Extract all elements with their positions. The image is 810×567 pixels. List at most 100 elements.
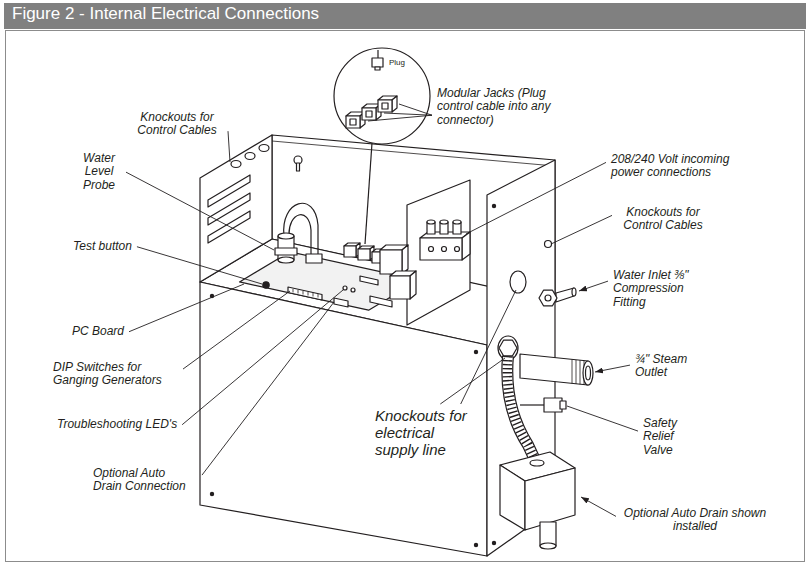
leader-line [461,290,516,404]
dip-switches [298,290,299,294]
magnifier [372,58,383,67]
magnifier [346,116,360,128]
callout-label: Water Level Probe [76,152,122,192]
knockout [545,241,552,248]
auto-drain-connector [334,298,348,307]
callout-label: Knockouts for Control Cables [130,111,224,138]
leader-line [202,302,334,475]
steam-outlet-pipe [520,354,593,385]
magnifier [366,111,372,117]
callout-label: Troubleshooting LED's [56,418,178,431]
auto-drain-unit [540,543,556,549]
water-level-probe [275,203,322,263]
callout-label: Knockouts for electrical supply line [374,408,476,458]
water-level-probe [275,248,297,255]
leader-line [579,281,608,291]
callout-label: Plug [388,59,406,68]
test-button [263,282,269,288]
leader-line [440,358,505,404]
title-band [4,3,806,29]
keyhole [297,163,300,171]
board-component [360,276,378,285]
terminal-block [440,220,448,224]
magnifier [334,48,430,244]
screw [474,350,477,353]
terminal-block [453,220,461,224]
title-band [4,3,806,29]
terminal-block [420,238,462,260]
troubleshooting-led [351,288,355,292]
steam-outlet-pipe [576,360,577,384]
callout-label: Optional Auto Drain shown installed [620,507,770,534]
auto-drain-unit [525,468,575,530]
leader-line [581,497,616,516]
terminal-block [420,220,470,260]
modular-jack [344,246,356,257]
safety-relief-valve [544,398,562,412]
callout-label: ¾" Steam Outlet [634,353,698,380]
water-level-probe [278,257,294,263]
water-inlet-fitting [545,295,551,301]
callout-label: Knockouts for Control Cables [616,206,710,233]
leader-line [384,113,432,115]
steam-outlet-pipe [572,360,573,384]
auto-drain-unit [500,452,575,549]
callout-label: Modular Jacks (Plug control cable into a… [436,87,556,127]
safety-relief-valve [520,398,566,412]
water-inlet-fitting [539,290,557,306]
leader-line [137,247,262,284]
dip-switches [288,287,322,300]
magnifier [334,48,430,144]
knockout [498,336,518,360]
magnifier [382,103,388,109]
vent-slot [208,211,250,243]
auto-drain-unit [500,465,525,530]
terminal-block [455,247,460,252]
leader-line [368,115,432,121]
callout-label: Optional Auto Drain Connection [92,467,198,494]
auto-drain-unit [530,460,544,466]
dip-switches [303,291,304,295]
leader-line [466,162,606,234]
magnifier [377,50,378,58]
callout-label: Test button [72,240,133,253]
conduit-connector [499,340,517,356]
safety-relief-valve [520,404,544,405]
flex-conduit [507,356,535,460]
water-inlet-fitting [539,288,576,306]
dip-switches [313,293,314,297]
water-level-probe [306,254,322,263]
knockout [231,161,241,168]
modular-jack [358,249,370,260]
magnifier [350,119,356,125]
front-panel [200,282,487,556]
dip-switches [293,289,294,293]
steam-outlet-pipe [520,354,588,385]
magnifier [375,67,380,70]
callout-label: Safety Relief Valve [642,417,689,457]
screw [210,492,213,495]
terminal-block [427,220,435,224]
dip-switches [318,294,319,298]
leader-line [567,406,638,431]
water-inlet-fitting [572,288,576,296]
knockout [510,271,526,293]
terminal-block [442,247,447,252]
partition-wall [407,180,470,325]
screw [474,543,477,546]
steam-outlet-pipe [586,366,591,380]
relay [402,245,408,274]
leader-line [228,131,230,162]
troubleshooting-led [343,286,347,290]
relay [410,271,416,299]
water-level-probe [278,233,294,239]
callout-label: DIP Switches for Ganging Generators [52,361,179,388]
left-wall [200,135,272,282]
knockout [259,145,269,152]
leader-line [183,291,290,369]
leader-line [129,284,244,332]
magnifier [378,100,392,112]
leader-line [551,215,612,244]
figure-frame [6,31,805,562]
